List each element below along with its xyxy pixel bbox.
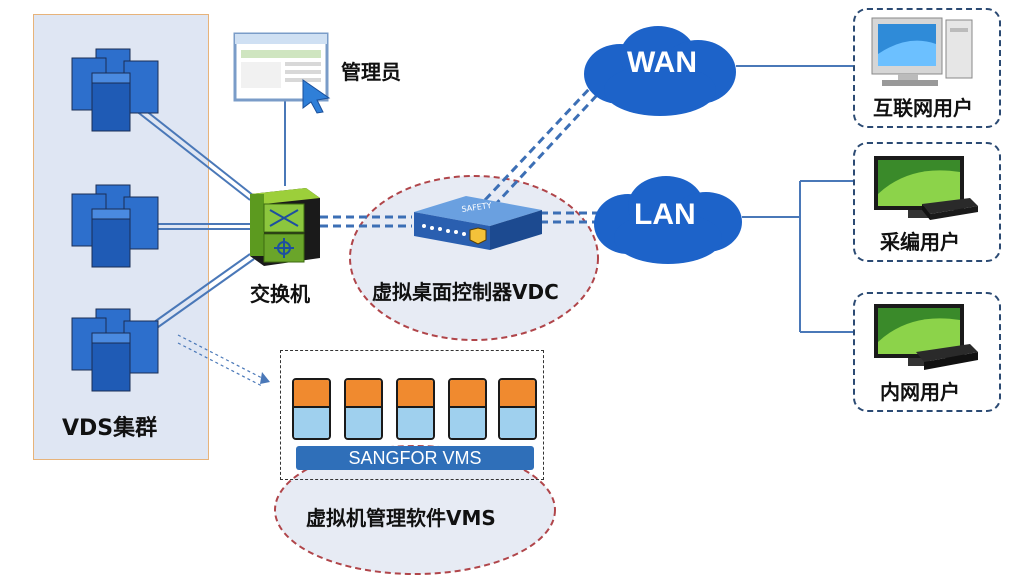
controller-device-icon: SAFETY — [414, 196, 542, 250]
vm-icon — [292, 378, 331, 440]
wan-label: WAN — [627, 46, 697, 79]
server-icon — [71, 184, 159, 268]
intranet-user-label: 内网用户 — [880, 380, 960, 404]
thin-client-monitor-icon — [874, 156, 978, 220]
cloud-icon — [584, 26, 736, 116]
admin-label: 管理员 — [341, 60, 401, 84]
vm-icon — [396, 378, 435, 440]
vm-icon — [448, 378, 487, 440]
vms-box — [280, 350, 544, 480]
switch-icon — [250, 188, 320, 266]
vms-bar: SANGFOR VMS — [296, 446, 534, 470]
server-icon — [71, 48, 159, 132]
vm-icon — [498, 378, 537, 440]
lan-label: LAN — [634, 198, 696, 231]
admin-browser-icon — [233, 32, 331, 114]
vms-ellipse — [274, 445, 556, 575]
vdc-label: 虚拟桌面控制器VDC — [372, 280, 559, 304]
cloud-icon — [594, 176, 742, 264]
switch-label: 交换机 — [250, 282, 310, 306]
device-text: SAFETY — [461, 201, 492, 214]
editor-user-label: 采编用户 — [880, 230, 960, 254]
thin-client-monitor-icon — [874, 304, 978, 370]
vms-label: 虚拟机管理软件VMS — [306, 506, 496, 530]
desktop-computer-icon — [871, 17, 973, 86]
cluster-label: VDS集群 — [62, 416, 158, 441]
vm-icon — [344, 378, 383, 440]
internet-user-label: 互联网用户 — [873, 96, 973, 120]
server-icon — [71, 308, 159, 392]
